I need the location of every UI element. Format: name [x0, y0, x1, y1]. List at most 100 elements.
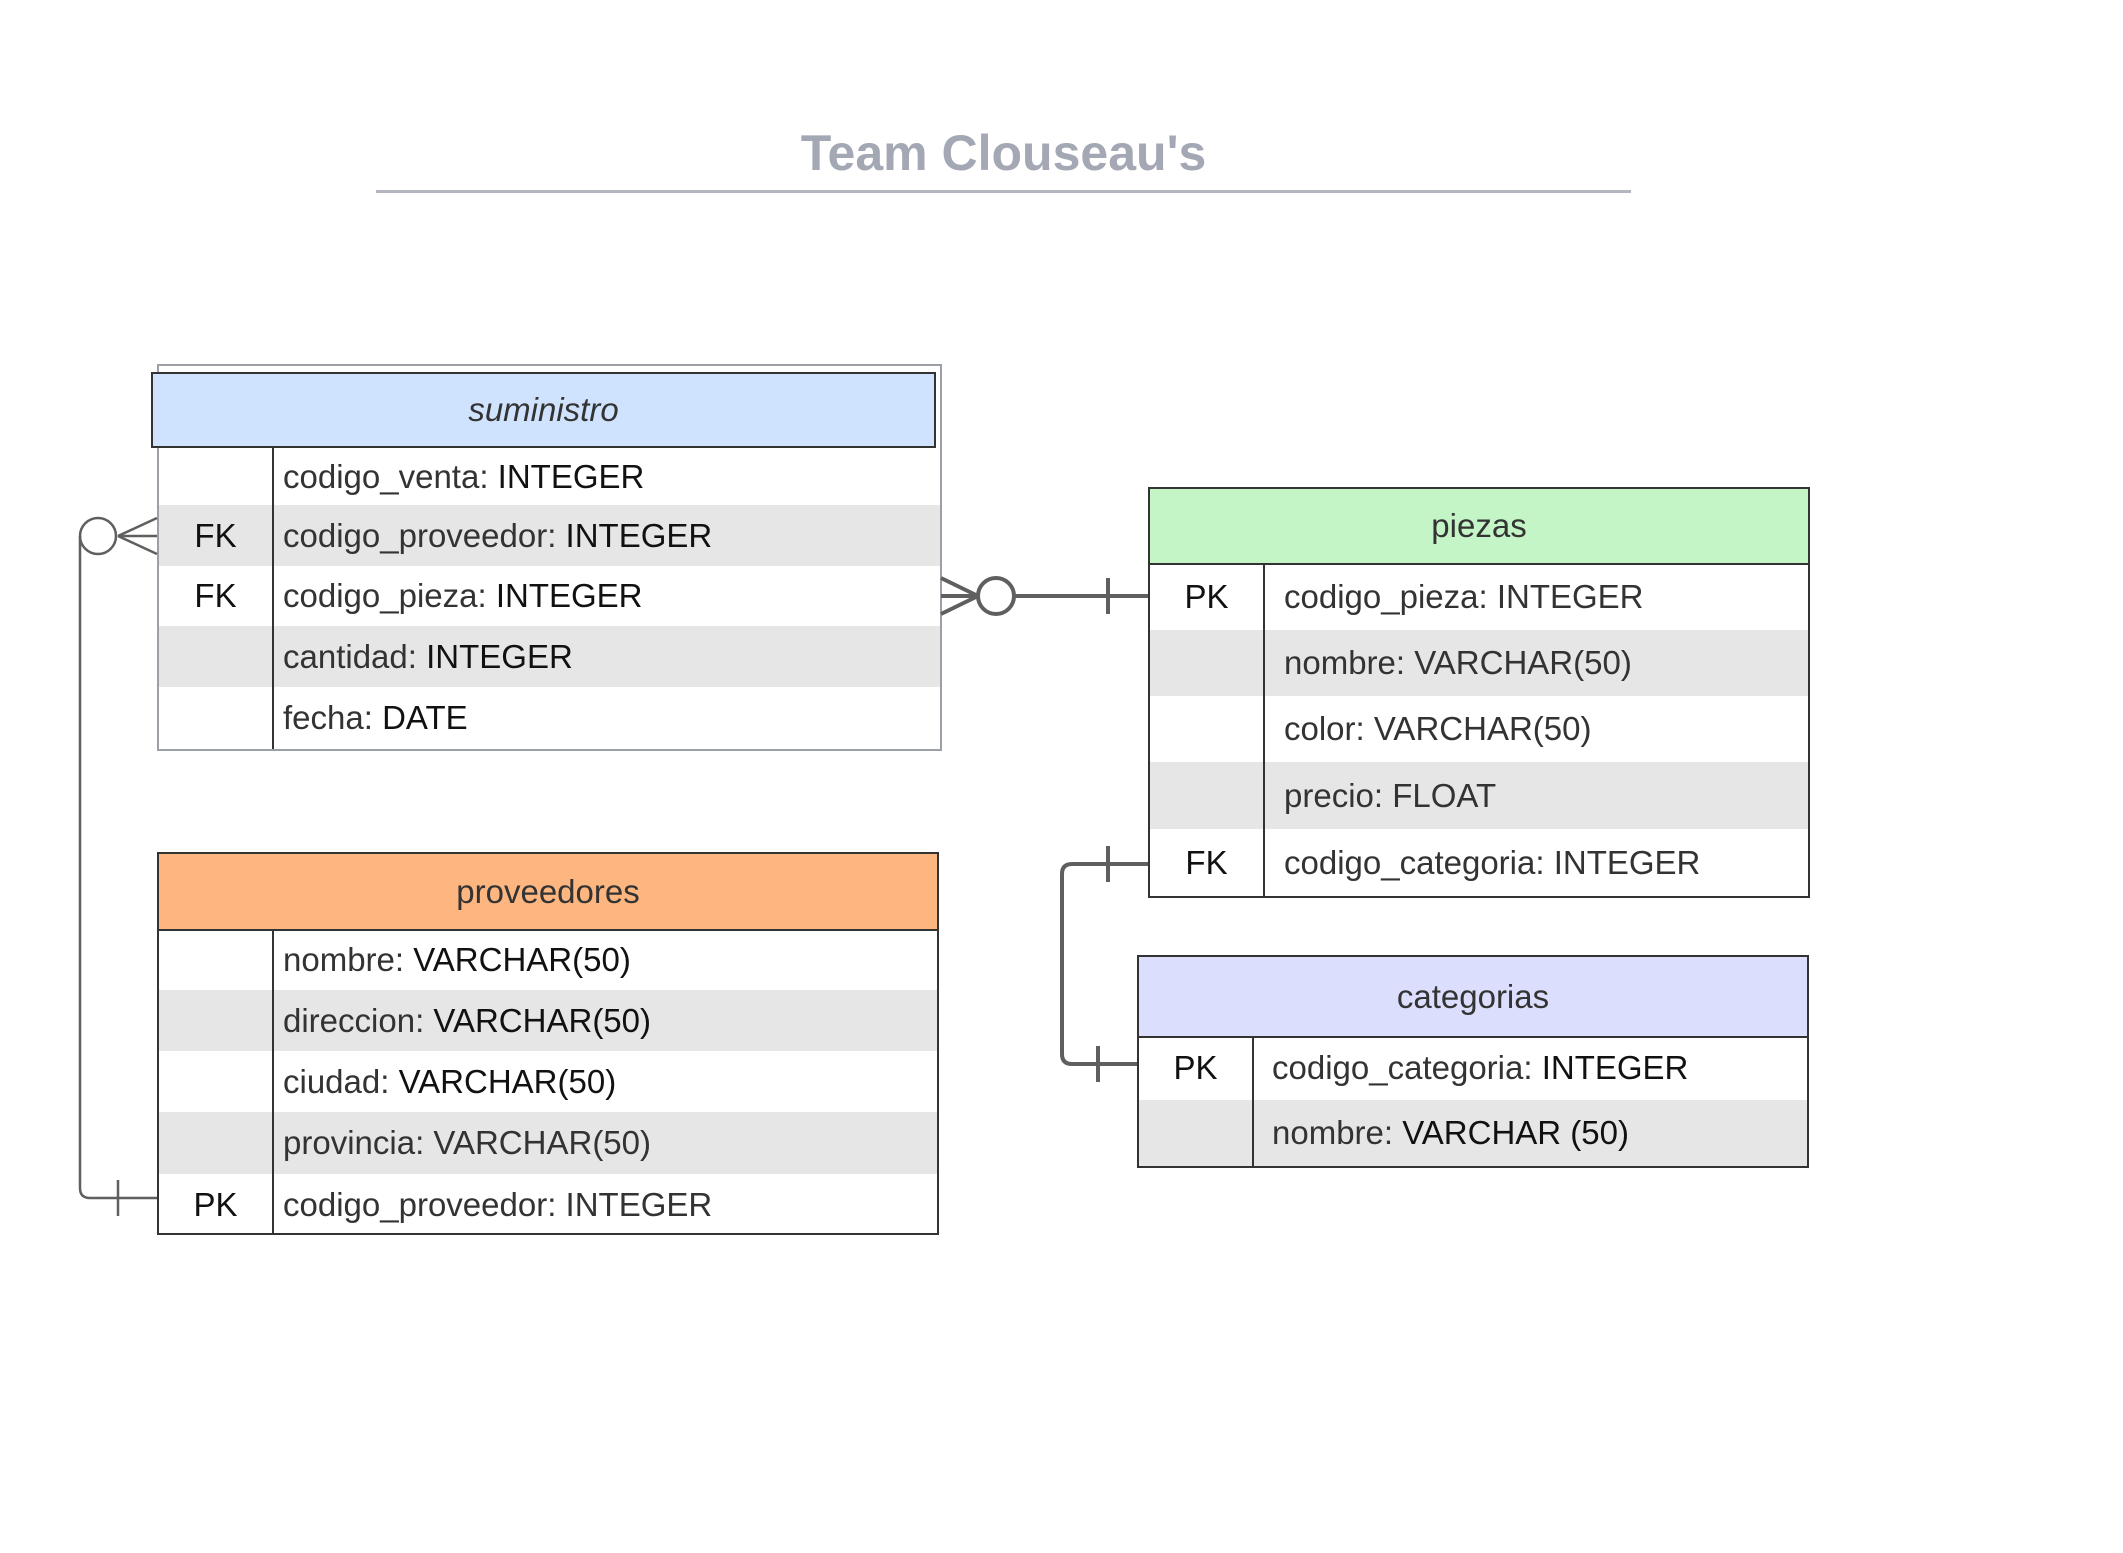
attribute-type: INTEGER	[495, 577, 643, 614]
attribute-row[interactable]: codigo_venta: INTEGER	[159, 448, 940, 505]
entity-suministro[interactable]: suministro codigo_venta: INTEGER FK codi…	[151, 364, 942, 751]
entity-header[interactable]: proveedores	[157, 852, 939, 931]
attribute-name: nombre:	[283, 940, 405, 978]
key-label	[1150, 630, 1263, 696]
entity-categorias[interactable]: categorias PK codigo_categoria: INTEGER …	[1137, 955, 1809, 1168]
attribute-text: cantidad: INTEGER	[283, 626, 573, 687]
attribute-row[interactable]: ciudad: VARCHAR(50)	[159, 1051, 937, 1112]
attribute-name: provincia:	[283, 1124, 425, 1161]
attribute-type: FLOAT	[1392, 776, 1497, 814]
attribute-row[interactable]: FK codigo_categoria: INTEGER	[1150, 829, 1808, 896]
attribute-text: precio: FLOAT	[1284, 762, 1496, 829]
entity-body: PK codigo_pieza: INTEGER nombre: VARCHAR…	[1148, 563, 1810, 898]
attribute-type: VARCHAR (50)	[1402, 1114, 1629, 1151]
attribute-name: codigo_venta:	[283, 457, 489, 495]
key-label	[159, 1112, 272, 1174]
row-divider	[1252, 1100, 1254, 1166]
attribute-type: INTEGER	[565, 1185, 713, 1223]
key-label	[159, 990, 272, 1051]
relationship-suministro-piezas[interactable]	[940, 576, 1148, 616]
attribute-name: codigo_proveedor:	[283, 516, 557, 554]
attribute-text: codigo_pieza: INTEGER	[283, 566, 643, 626]
row-divider	[272, 929, 274, 990]
key-label: PK	[193, 1185, 238, 1223]
row-divider	[1263, 563, 1265, 630]
attribute-name: codigo_pieza:	[283, 577, 487, 614]
attribute-name: codigo_categoria:	[1284, 843, 1545, 881]
attribute-name: nombre:	[1272, 1114, 1394, 1151]
attribute-name: codigo_proveedor:	[283, 1185, 557, 1223]
attribute-text: color: VARCHAR(50)	[1284, 696, 1591, 762]
entity-header[interactable]: suministro	[151, 372, 936, 448]
attribute-text: codigo_categoria: INTEGER	[1272, 1036, 1688, 1100]
attribute-row[interactable]: cantidad: INTEGER	[159, 626, 940, 687]
attribute-text: direccion: VARCHAR(50)	[283, 990, 651, 1051]
attribute-row[interactable]: nombre: VARCHAR (50)	[1139, 1100, 1807, 1166]
attribute-row[interactable]: PK codigo_proveedor: INTEGER	[159, 1174, 937, 1235]
attribute-name: fecha:	[283, 699, 373, 736]
attribute-name: codigo_pieza:	[1284, 577, 1488, 615]
attribute-row[interactable]: PK codigo_categoria: INTEGER	[1139, 1036, 1807, 1100]
attribute-name: cantidad:	[283, 637, 417, 675]
entity-proveedores[interactable]: proveedores nombre: VARCHAR(50) direccio…	[157, 852, 939, 1235]
attribute-text: ciudad: VARCHAR(50)	[283, 1051, 616, 1112]
attribute-type: INTEGER	[497, 457, 645, 495]
attribute-text: codigo_venta: INTEGER	[283, 448, 644, 505]
entity-body: nombre: VARCHAR(50) direccion: VARCHAR(5…	[157, 929, 939, 1235]
attribute-row[interactable]: direccion: VARCHAR(50)	[159, 990, 937, 1051]
key-label	[159, 626, 272, 687]
row-divider	[272, 448, 274, 505]
attribute-row[interactable]: FK codigo_pieza: INTEGER	[159, 566, 940, 626]
key-label	[1150, 696, 1263, 762]
diagram-title: Team Clouseau's	[800, 125, 1207, 181]
attribute-type: VARCHAR(50)	[413, 940, 631, 978]
attribute-row[interactable]: FK codigo_proveedor: INTEGER	[159, 505, 940, 566]
key-label	[159, 929, 272, 990]
key-label	[1150, 762, 1263, 829]
relationship-piezas-categorias[interactable]	[1060, 846, 1148, 1082]
row-divider	[272, 990, 274, 1051]
attribute-text: codigo_proveedor: INTEGER	[283, 1174, 712, 1235]
row-divider	[1263, 762, 1265, 829]
attribute-type: VARCHAR(50)	[433, 1001, 651, 1039]
key-label	[1139, 1100, 1252, 1166]
relationship-suministro-proveedores[interactable]	[78, 516, 158, 1216]
row-divider	[272, 687, 274, 749]
attribute-type: INTEGER	[1496, 577, 1644, 615]
key-label: FK	[194, 516, 237, 554]
entity-body: PK codigo_categoria: INTEGER nombre: VAR…	[1137, 1036, 1809, 1168]
attribute-row[interactable]: nombre: VARCHAR(50)	[1150, 630, 1808, 696]
entity-header[interactable]: piezas	[1148, 487, 1810, 565]
attribute-type: VARCHAR(50)	[1414, 644, 1632, 681]
row-divider	[272, 626, 274, 687]
attribute-name: precio:	[1284, 776, 1384, 814]
attribute-type: VARCHAR(50)	[398, 1062, 617, 1100]
attribute-name: ciudad:	[283, 1062, 390, 1100]
attribute-row[interactable]: color: VARCHAR(50)	[1150, 696, 1808, 762]
key-label: FK	[194, 577, 237, 614]
attribute-row[interactable]: provincia: VARCHAR(50)	[159, 1112, 937, 1174]
row-divider	[272, 1051, 274, 1112]
row-divider	[1263, 829, 1265, 896]
row-divider	[272, 1174, 274, 1235]
row-divider	[1252, 1036, 1254, 1100]
attribute-row[interactable]: PK codigo_pieza: INTEGER	[1150, 563, 1808, 630]
attribute-row[interactable]: nombre: VARCHAR(50)	[159, 929, 937, 990]
attribute-row[interactable]: precio: FLOAT	[1150, 762, 1808, 829]
row-divider	[272, 1112, 274, 1174]
attribute-text: provincia: VARCHAR(50)	[283, 1112, 651, 1174]
attribute-type: DATE	[382, 699, 468, 736]
attribute-type: INTEGER	[1553, 843, 1701, 881]
entity-header[interactable]: categorias	[1137, 955, 1809, 1038]
row-divider	[272, 505, 274, 566]
row-divider	[272, 566, 274, 626]
attribute-text: fecha: DATE	[283, 687, 468, 749]
key-label	[159, 687, 272, 749]
row-divider	[1263, 630, 1265, 696]
entity-piezas[interactable]: piezas PK codigo_pieza: INTEGER nombre: …	[1148, 487, 1810, 898]
attribute-type: INTEGER	[565, 516, 713, 554]
attribute-type: INTEGER	[426, 637, 573, 675]
attribute-name: codigo_categoria:	[1272, 1049, 1533, 1086]
attribute-row[interactable]: fecha: DATE	[159, 687, 940, 749]
title-underline	[376, 190, 1631, 193]
